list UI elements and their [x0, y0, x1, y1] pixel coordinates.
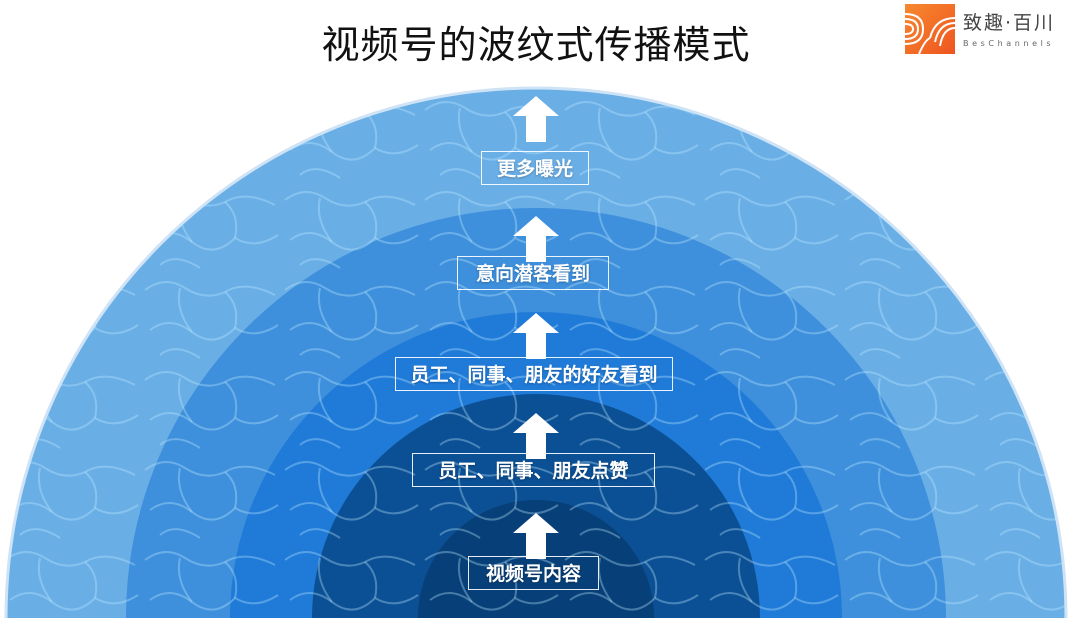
logo-name-cn: 致趣·百川 [963, 12, 1056, 34]
up-arrow-icon [513, 413, 559, 459]
up-arrow-icon [513, 513, 559, 559]
stage-label-friends-of-friends-see: 员工、同事、朋友的好友看到 [395, 357, 673, 391]
up-arrow-icon [513, 313, 559, 359]
page-title: 视频号的波纹式传播模式 [321, 23, 751, 67]
stage-label-prospects-see: 意向潜客看到 [457, 256, 609, 290]
logo-name-en: BesChannels [963, 39, 1055, 48]
brand-logo: 致趣·百川 BesChannels [905, 4, 1065, 54]
up-arrow-icon [513, 96, 559, 142]
stage-label-colleagues-like: 员工、同事、朋友点赞 [412, 453, 655, 487]
stage-label-channel-content: 视频号内容 [468, 556, 599, 590]
stage-label-more-exposure: 更多曝光 [481, 151, 589, 185]
up-arrow-icon [513, 216, 559, 262]
beschannels-logo-icon [905, 4, 955, 54]
